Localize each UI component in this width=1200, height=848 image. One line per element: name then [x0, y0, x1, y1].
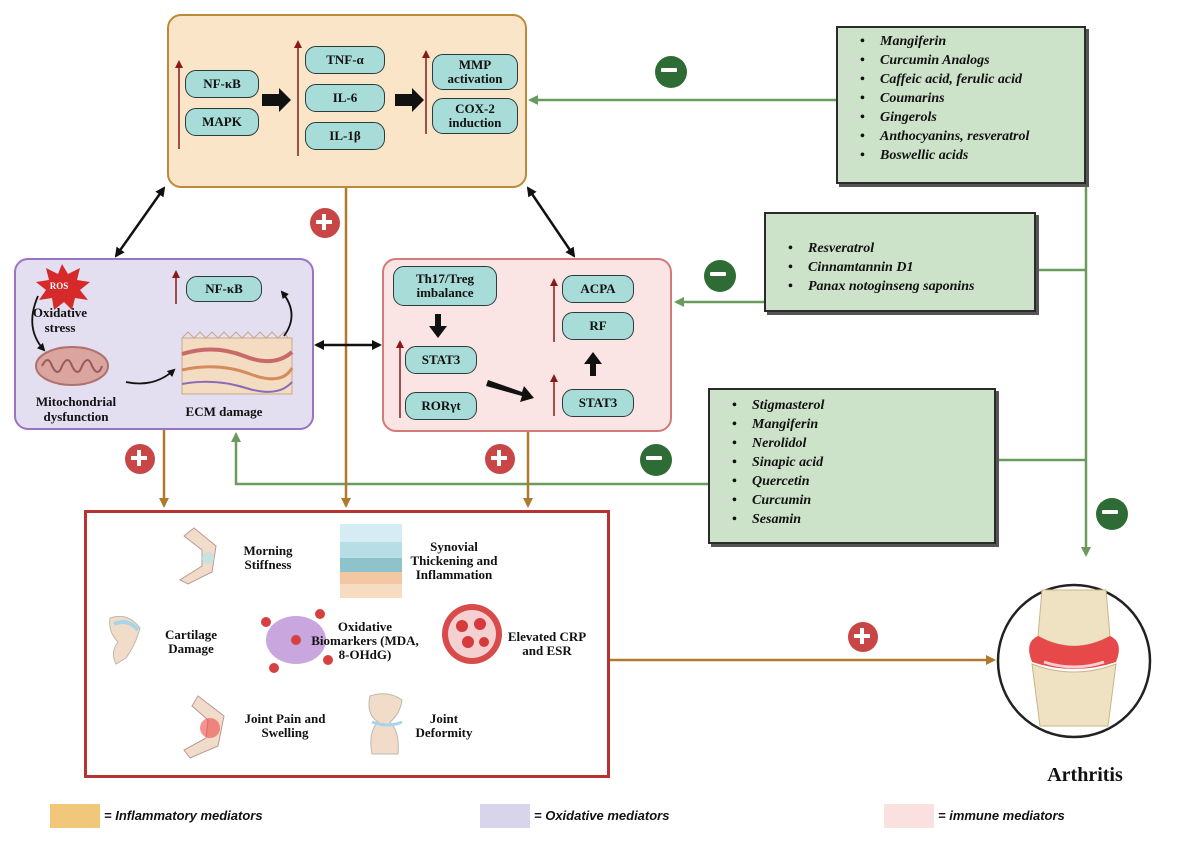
joint-deformity-icon — [368, 693, 403, 755]
promote-icon-oxidative — [125, 444, 155, 474]
oxidative-inner-graphics — [31, 264, 294, 395]
joint-pain-label: Joint Pain and Swelling — [244, 711, 326, 740]
compound-item: Resveratrol — [788, 239, 1034, 258]
interaction-arrows — [114, 186, 576, 350]
promote-icon-immune — [485, 444, 515, 474]
synovial-layers-icon — [340, 524, 402, 598]
compound-item: Panax notoginseng saponins — [788, 277, 1034, 296]
pill-mapk: MAPK — [185, 108, 259, 136]
compound-item: Curcumin Analogs — [860, 51, 1084, 70]
compound-item: Curcumin — [732, 491, 994, 510]
legend-swatch-immune — [884, 804, 934, 828]
oxidative-biomarkers-label: Oxidative Biomarkers (MDA, 8-OHdG) — [311, 619, 419, 662]
pill-ror-gamma-t: RORγt — [405, 392, 477, 420]
pill-il1-beta: IL-1β — [305, 122, 385, 150]
inflammatory-inner-arrows — [175, 40, 430, 156]
compound-item: Gingerols — [860, 108, 1084, 127]
inhibit-icon-immune — [704, 260, 736, 292]
blood-cells-icon — [442, 604, 502, 664]
inhibition-lines — [231, 95, 1091, 557]
compound-item: Quercetin — [732, 472, 994, 491]
compound-item: Nerolidol — [732, 434, 994, 453]
cartilage-damage-icon — [109, 615, 141, 665]
compound-item: Anthocyanins, resveratrol — [860, 127, 1084, 146]
compound-item: Boswellic acids — [860, 146, 1084, 165]
synovial-thickening-label: Synovial Thickening and Inflammation — [410, 539, 498, 582]
pill-stat3-right: STAT3 — [562, 389, 634, 417]
compound-item: Stigmasterol — [732, 396, 994, 415]
oxidative-biomarkers-icon — [261, 609, 333, 673]
pill-cox2-induction: COX-2 induction — [432, 98, 518, 134]
compound-list-inflammatory: MangiferinCurcumin AnalogsCaffeic acid, … — [838, 32, 1084, 165]
legend-swatch-inflammatory — [50, 804, 100, 828]
compound-item: Sesamin — [732, 510, 994, 529]
elevated-crp-label: Elevated CRP and ESR — [507, 629, 587, 658]
pill-th17-treg-imbalance: Th17/Treg imbalance — [393, 266, 497, 306]
promote-icon-arthritis — [848, 622, 878, 652]
pill-nfkb-inflammatory: NF-κB — [185, 70, 259, 98]
ros-label: ROS — [49, 281, 69, 291]
inhibit-icon-oxidative — [640, 444, 672, 476]
pill-tnf-alpha: TNF-α — [305, 46, 385, 74]
legend-text-inflammatory: = Inflammatory mediators — [104, 808, 263, 823]
compound-box-immune: ResveratrolCinnamtannin D1Panax notogins… — [764, 212, 1036, 312]
ros-burst-icon — [36, 264, 90, 310]
joint-pain-icon — [183, 695, 225, 759]
inhibit-icon-arthritis — [1096, 498, 1128, 530]
promote-icon-inflammatory — [310, 208, 340, 238]
pill-acpa: ACPA — [562, 275, 634, 303]
legend-text-oxidative: = Oxidative mediators — [534, 808, 670, 823]
immune-inner-arrows — [396, 278, 602, 418]
cartilage-damage-label: Cartilage Damage — [165, 627, 217, 656]
compound-item: Coumarins — [860, 89, 1084, 108]
oxidative-stress-label: Oxidative stress — [32, 305, 88, 335]
arthritis-joint-icon — [996, 583, 1152, 739]
arthritis-label: Arthritis — [1047, 764, 1123, 786]
pill-nfkb-oxidative: NF-κB — [186, 276, 262, 302]
compound-list-oxidative: StigmasterolMangiferinNerolidolSinapic a… — [710, 396, 994, 529]
compound-list-immune: ResveratrolCinnamtannin D1Panax notogins… — [766, 239, 1034, 296]
pill-mmp-activation: MMP activation — [432, 54, 518, 90]
pill-stat3-left: STAT3 — [405, 346, 477, 374]
compound-box-oxidative: StigmasterolMangiferinNerolidolSinapic a… — [708, 388, 996, 544]
legend-text-immune: = immune mediators — [938, 808, 1065, 823]
compound-box-inflammatory: MangiferinCurcumin AnalogsCaffeic acid, … — [836, 26, 1086, 184]
compound-item: Mangiferin — [732, 415, 994, 434]
joint-deformity-label: Joint Deformity — [415, 711, 473, 740]
pill-il6: IL-6 — [305, 84, 385, 112]
inhibit-icon-inflammatory — [655, 56, 687, 88]
compound-item: Mangiferin — [860, 32, 1084, 51]
mitochondrial-dysfunction-label: Mitochondrial dysfunction — [35, 394, 117, 424]
morning-stiffness-label: Morning Stiffness — [243, 543, 293, 572]
compound-item: Caffeic acid, ferulic acid — [860, 70, 1084, 89]
mitochondria-icon — [35, 346, 109, 386]
clinical-icons — [109, 524, 502, 759]
compound-item: Cinnamtannin D1 — [788, 258, 1034, 277]
ecm-tissue-icon — [181, 331, 294, 395]
pill-rf: RF — [562, 312, 634, 340]
compound-item: Sinapic acid — [732, 453, 994, 472]
legend-swatch-oxidative — [480, 804, 530, 828]
knee-stiffness-icon — [178, 527, 217, 585]
ecm-damage-label: ECM damage — [185, 404, 263, 419]
